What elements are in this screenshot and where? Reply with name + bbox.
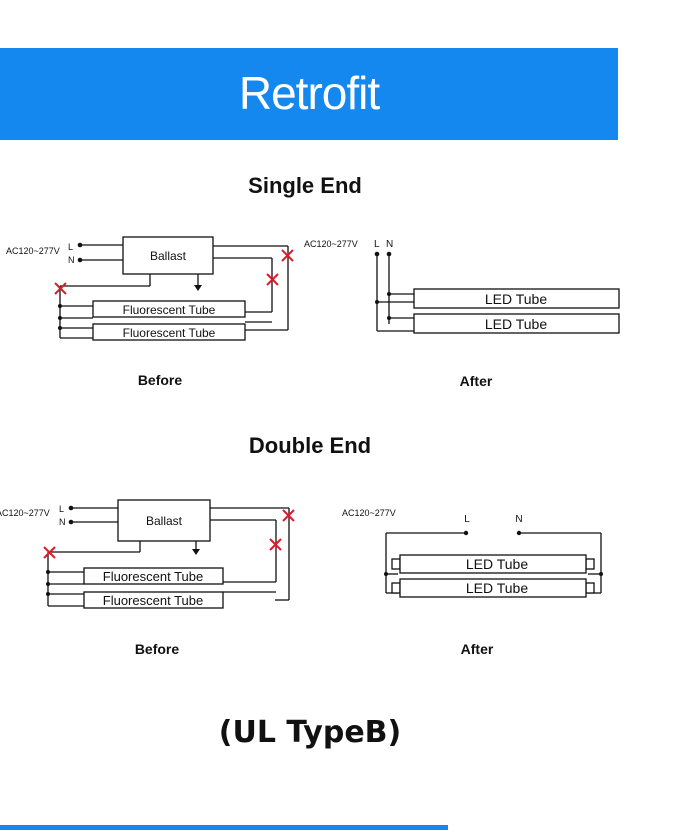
line-label: L (374, 239, 380, 250)
line-label: L (68, 242, 73, 252)
section-title-single-end: Single End (248, 173, 362, 198)
fluorescent-tube-label: Fluorescent Tube (123, 303, 216, 317)
voltage-label: AC120~277V (342, 508, 396, 518)
neutral-label: N (68, 255, 75, 265)
fluorescent-tube-label: Fluorescent Tube (103, 593, 203, 608)
bottom-accent-bar (0, 825, 448, 830)
double-end-before-diagram: AC120~277V L N Ballast Fluorescent Tube … (0, 499, 295, 609)
fluorescent-tube-label: Fluorescent Tube (123, 326, 216, 340)
voltage-label: AC120~277V (6, 246, 60, 256)
led-tube-label: LED Tube (466, 556, 528, 572)
caption-before: Before (134, 641, 180, 657)
single-end-after-diagram: AC120~277V L N LED Tube LED Tube (304, 239, 620, 334)
led-tube-label: LED Tube (485, 291, 547, 307)
neutral-label: N (59, 517, 66, 527)
led-tube-label: LED Tube (466, 580, 528, 596)
line-label: L (464, 514, 470, 525)
header-banner: Retrofit (0, 48, 618, 140)
caption-before: Before (137, 372, 183, 388)
line-label: L (59, 504, 64, 514)
caption-after: After (459, 373, 493, 389)
led-tube-label: LED Tube (485, 316, 547, 332)
caption-after: After (460, 641, 494, 657)
ul-type-label: (UL TypeB) (218, 715, 402, 750)
voltage-label: AC120~277V (0, 508, 50, 518)
banner-title: Retrofit (238, 67, 380, 119)
ballast-label: Ballast (146, 514, 183, 528)
double-end-after-diagram: AC120~277V L N LED Tube LED Tube (342, 508, 603, 598)
fluorescent-tube-label: Fluorescent Tube (103, 569, 203, 584)
single-end-before-diagram: AC120~277V L N Ballast Fluorescent Tube … (6, 236, 294, 341)
neutral-label: N (386, 239, 393, 250)
section-title-double-end: Double End (248, 433, 372, 458)
neutral-label: N (515, 514, 522, 525)
ballast-label: Ballast (150, 249, 187, 263)
voltage-label: AC120~277V (304, 239, 358, 249)
